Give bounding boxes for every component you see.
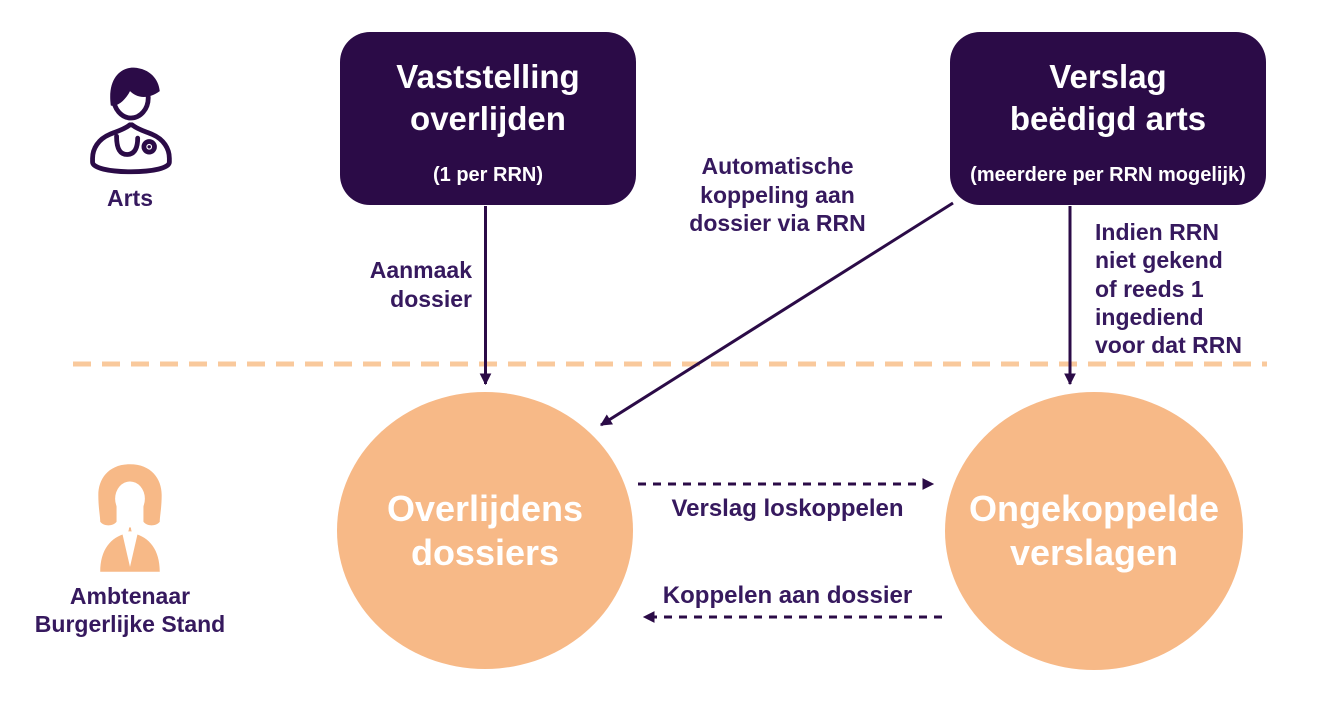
doctor-icon (90, 67, 172, 175)
actor-arts-label: Arts (106, 185, 153, 211)
box-vaststelling-subtitle: (1 per RRN) (432, 164, 543, 186)
box-verslag-beedigd-arts: Verslag beëdigd arts (meerdere per RRN m… (950, 32, 1266, 205)
circle-ongekoppelde-verslagen: Ongekoppelde verslagen (945, 392, 1243, 670)
actor-arts: Arts (55, 60, 205, 212)
edge-label-koppelen-aan-dossier: Koppelen aan dossier (662, 582, 913, 609)
actor-ambtenaar: Ambtenaar Burgerlijke Stand (20, 460, 240, 638)
actor-ambtenaar-label: Ambtenaar Burgerlijke Stand (34, 583, 226, 638)
circle-overlijdens-dossiers: Overlijdens dossiers (337, 392, 633, 669)
box-vaststelling-overlijden: Vaststelling overlijden (1 per RRN) (340, 32, 636, 205)
box-vaststelling-title: Vaststelling overlijden (396, 58, 580, 137)
circle-ongekoppelde-verslagen-label: Ongekoppelde verslagen (968, 488, 1220, 573)
edge-label-automatische-koppeling: Automatische koppeling aan dossier via R… (689, 153, 866, 237)
box-verslag-title: Verslag beëdigd arts (1009, 58, 1207, 137)
woman-icon (98, 464, 162, 572)
edge-label-aanmaak-dossier: Aanmaak dossier (369, 257, 472, 312)
edge-label-indien-rrn: Indien RRN niet gekend of reeds 1 ingedi… (1095, 219, 1242, 359)
circle-overlijdens-dossiers-label: Overlijdens dossiers (386, 487, 584, 573)
box-verslag-subtitle: (meerdere per RRN mogelijk) (970, 164, 1246, 186)
edge-label-verslag-loskoppelen: Verslag loskoppelen (671, 495, 904, 522)
